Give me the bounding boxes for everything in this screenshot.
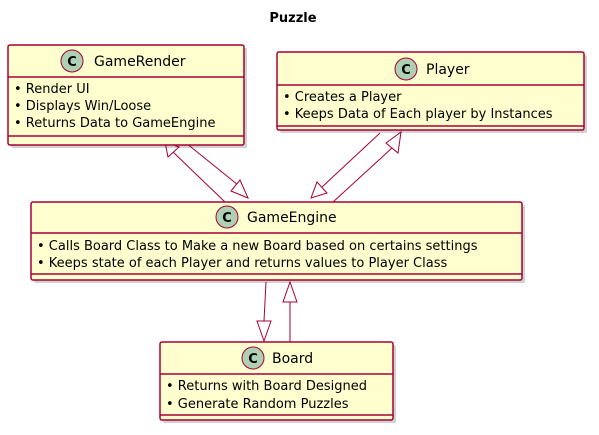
edge-gameengine-to-board — [263, 281, 267, 322]
member-board-1: • Returns with Board Designed — [166, 379, 367, 394]
relations — [164, 130, 402, 343]
class-stereotype-letter: C — [248, 352, 258, 367]
edge-gameengine-to-player — [332, 147, 393, 203]
member-player-2: • Keeps Data of Each player by Instances — [283, 107, 553, 122]
arrow-head-player-generalization — [385, 130, 402, 154]
arrow-head-gameengine-generalization-right — [310, 181, 328, 199]
arrow-head-gameengine-generalization-left — [230, 179, 249, 199]
arrow-head-gameengine-generalization-bottom — [282, 280, 298, 303]
class-stereotype-icon — [241, 346, 265, 370]
edge-gamerender-to-gameengine — [185, 142, 239, 186]
class-gameengine: C GameEngine • Calls Board Class to Make… — [30, 201, 525, 283]
member-player-1: • Creates a Player — [283, 90, 402, 105]
class-stereotype-letter: C — [401, 63, 411, 78]
class-name-board: Board — [272, 351, 313, 367]
member-gamerender-2: • Displays Win/Loose — [14, 99, 151, 114]
class-stereotype-icon — [215, 205, 239, 229]
edge-gameengine-to-gamerender — [172, 151, 226, 203]
member-board-2: • Generate Random Puzzles — [166, 397, 349, 412]
edge-player-to-gameengine — [321, 132, 381, 188]
class-stereotype-letter: C — [222, 211, 232, 226]
arrow-head-board-generalization — [256, 320, 272, 343]
class-name-gameengine: GameEngine — [247, 210, 337, 226]
member-gameengine-1: • Calls Board Class to Make a new Board … — [37, 239, 478, 254]
class-name-gamerender: GameRender — [94, 54, 186, 70]
class-board: C Board • Returns with Board Designed • … — [159, 341, 396, 423]
member-gameengine-2: • Keeps state of each Player and returns… — [37, 256, 447, 271]
class-stereotype-icon — [394, 57, 418, 81]
class-stereotype-letter: C — [67, 55, 77, 70]
class-name-player: Player — [426, 62, 470, 78]
member-gamerender-3: • Returns Data to GameEngine — [14, 116, 215, 131]
class-stereotype-icon — [60, 49, 84, 73]
class-player: C Player • Creates a Player • Keeps Data… — [276, 51, 587, 133]
diagram-title: Puzzle — [269, 11, 316, 26]
member-gamerender-1: • Render UI — [14, 82, 90, 97]
class-gamerender: C GameRender • Render UI • Displays Win/… — [7, 44, 247, 148]
